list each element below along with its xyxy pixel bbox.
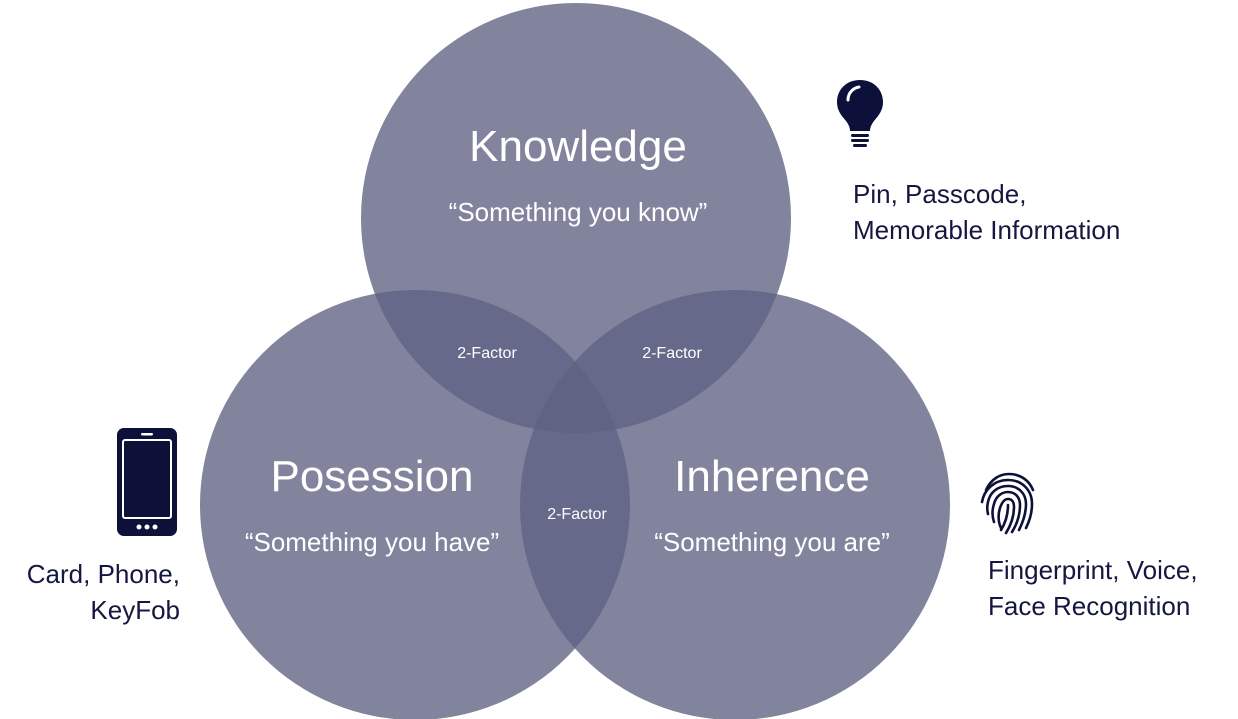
fingerprint-icon (980, 472, 1035, 535)
possession-circle (200, 290, 630, 719)
knowledge-subtitle: “Something you know” (449, 197, 708, 227)
inherence-subtitle: “Something you are” (654, 527, 890, 557)
smartphone-icon (117, 428, 177, 536)
inherence-title: Inherence (674, 452, 870, 501)
overlap-label-knowledge-inherence: 2-Factor (642, 345, 702, 362)
possession-title: Posession (270, 452, 473, 501)
knowledge-title: Knowledge (469, 122, 687, 171)
knowledge-example-line-1: Pin, Passcode, (853, 179, 1027, 209)
inherence-circle (520, 290, 950, 719)
inherence-example-line-2: Face Recognition (988, 591, 1191, 621)
possession-examples: Card, Phone, KeyFob (20, 556, 180, 628)
possession-subtitle: “Something you have” (245, 527, 499, 557)
overlap-label-knowledge-possession: 2-Factor (457, 345, 517, 362)
knowledge-example-line-2: Memorable Information (853, 215, 1121, 245)
overlap-label-possession-inherence: 2-Factor (547, 506, 607, 523)
possession-example-line-2: KeyFob (90, 595, 180, 625)
lightbulb-icon (837, 80, 883, 147)
knowledge-examples: Pin, Passcode, Memorable Information (853, 176, 1120, 248)
possession-example-line-1: Card, Phone, (26, 559, 180, 589)
inherence-examples: Fingerprint, Voice, Face Recognition (988, 552, 1198, 624)
inherence-example-line-1: Fingerprint, Voice, (988, 555, 1198, 585)
